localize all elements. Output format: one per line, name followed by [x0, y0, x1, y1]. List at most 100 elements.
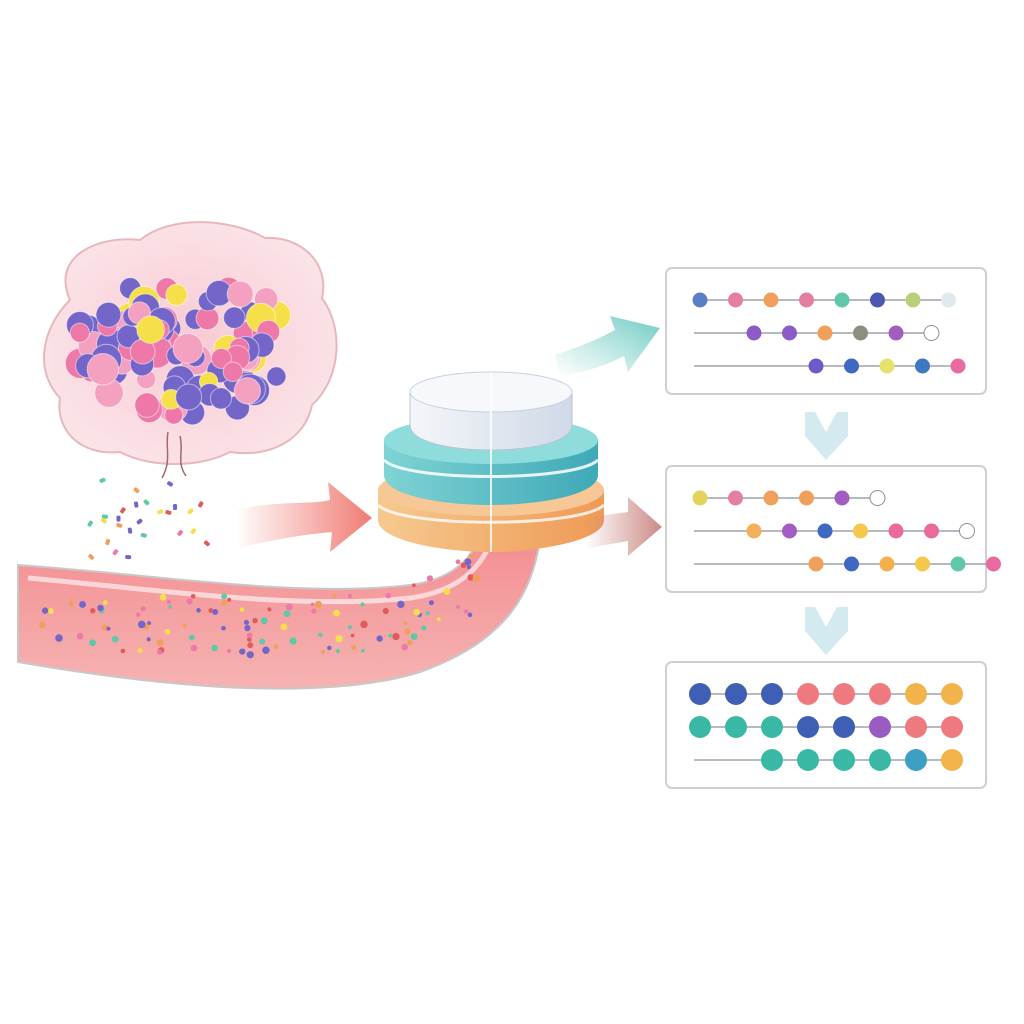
- particle: [314, 600, 322, 609]
- particle: [79, 601, 86, 608]
- particle: [133, 487, 140, 494]
- cell: [69, 322, 90, 343]
- arrow-down-icon: [805, 412, 848, 460]
- particle: [347, 625, 352, 630]
- particle: [143, 499, 150, 506]
- sequence-node: [869, 683, 891, 705]
- cell: [136, 315, 165, 344]
- particle: [321, 649, 326, 654]
- sequence-node: [950, 556, 966, 572]
- particle: [351, 644, 357, 650]
- particle: [116, 522, 123, 528]
- arrow-down-icon: [805, 607, 848, 655]
- particle: [190, 528, 197, 535]
- particle: [289, 637, 297, 645]
- particle: [246, 632, 253, 639]
- sequence-node: [782, 325, 797, 341]
- particle: [347, 593, 353, 599]
- sequence-node: [905, 683, 927, 705]
- cell: [222, 361, 244, 383]
- particle: [350, 633, 355, 638]
- cell: [266, 366, 287, 387]
- particle: [136, 518, 143, 525]
- particle: [283, 610, 291, 618]
- cell: [175, 383, 203, 411]
- particle: [190, 644, 198, 652]
- particle: [157, 509, 164, 515]
- particle: [120, 507, 126, 514]
- particle: [156, 649, 163, 655]
- sequence-node: [844, 358, 859, 374]
- particle: [463, 609, 469, 614]
- layered-disk-stack-icon: [376, 371, 606, 552]
- sequence-node: [763, 490, 779, 506]
- particle: [327, 645, 332, 651]
- particle: [164, 628, 171, 635]
- particle: [466, 564, 471, 570]
- sequence-node: [986, 556, 1001, 572]
- particle: [221, 593, 228, 600]
- cell: [226, 280, 254, 308]
- sequence-node: [888, 523, 904, 539]
- sequence-panel: [665, 267, 987, 395]
- particle: [147, 621, 152, 625]
- particle: [168, 605, 172, 609]
- particle: [460, 562, 467, 569]
- sequence-node: [905, 716, 927, 738]
- particle: [99, 477, 106, 483]
- sequence-node: [879, 556, 895, 572]
- particle: [267, 607, 272, 612]
- sequence-node: [746, 523, 762, 539]
- cell: [210, 347, 232, 369]
- particle: [403, 621, 408, 626]
- sequence-node: [888, 325, 904, 341]
- particle: [100, 517, 107, 524]
- sequence-node: [725, 716, 747, 738]
- particle: [360, 602, 365, 607]
- particle: [382, 607, 389, 615]
- particle: [239, 607, 245, 612]
- sequence-node: [869, 749, 891, 771]
- particle: [87, 520, 93, 527]
- particle: [335, 648, 340, 654]
- particle: [407, 640, 413, 646]
- particle: [137, 647, 143, 653]
- particle: [311, 608, 317, 614]
- sequence-node: [905, 749, 927, 771]
- sequence-node: [941, 749, 963, 771]
- particle: [89, 639, 96, 647]
- particle: [159, 593, 167, 601]
- particle: [116, 515, 121, 522]
- particle: [76, 632, 84, 640]
- particle: [285, 603, 293, 611]
- released-particles: [87, 477, 210, 560]
- sequence-panel: [665, 661, 987, 789]
- cell: [209, 387, 233, 410]
- particle: [333, 609, 340, 617]
- particle: [55, 634, 63, 642]
- particle: [208, 608, 214, 613]
- particle: [280, 623, 288, 631]
- sequence-node: [746, 325, 762, 341]
- particle: [246, 637, 252, 642]
- sequence-node: [782, 523, 797, 539]
- particle: [105, 538, 111, 546]
- cell: [95, 301, 122, 328]
- particle: [243, 619, 250, 625]
- particle: [190, 593, 196, 599]
- sequence-node: [728, 292, 743, 308]
- particle: [173, 504, 178, 511]
- cell: [165, 283, 188, 306]
- particle: [436, 617, 441, 622]
- particle: [360, 648, 365, 653]
- particle: [47, 608, 54, 615]
- particle: [401, 643, 408, 651]
- tissue-cluster-icon: [43, 221, 338, 479]
- sequence-node: [915, 358, 930, 374]
- particle: [125, 554, 132, 560]
- particle: [410, 633, 418, 641]
- particle: [112, 549, 119, 556]
- particle: [41, 607, 49, 614]
- particle: [146, 637, 151, 642]
